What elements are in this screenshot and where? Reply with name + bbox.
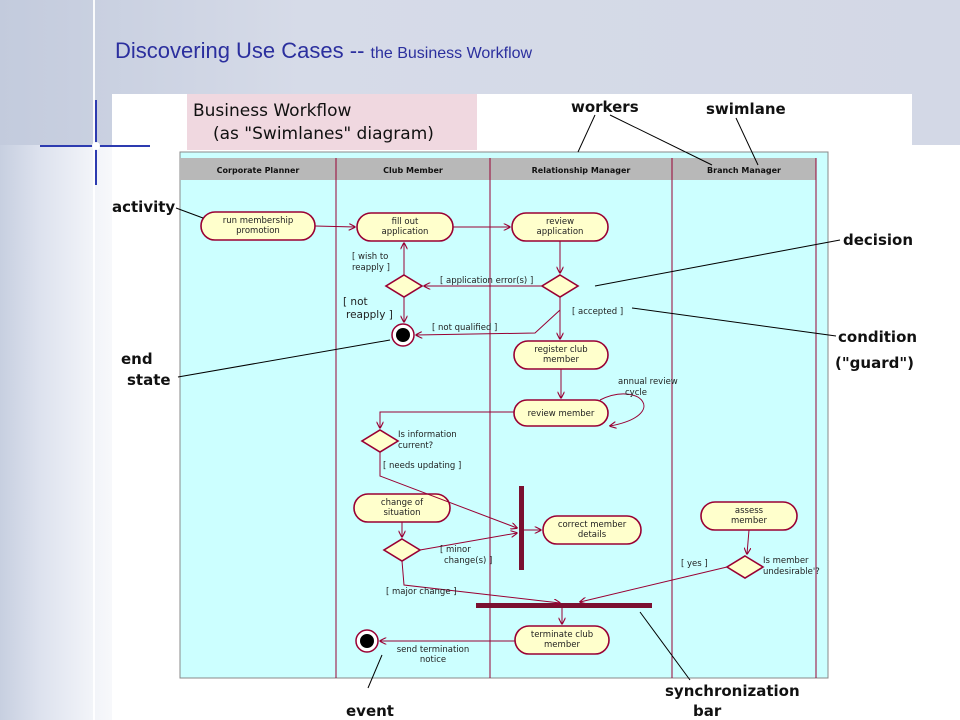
callout-lines [175,114,841,689]
review-app-line1: review [546,217,574,227]
guard-accepted: [ accepted ] [572,307,623,317]
box-title-line2: (as "Swimlanes" diagram) [213,124,434,144]
register-line2: member [543,355,579,365]
guard-not-reapply-2: reapply ] [346,309,393,321]
guard-minor-2: change(s) ] [444,556,492,566]
slide-title-main: Discovering Use Cases -- [115,38,365,63]
callout-state: state [127,371,171,389]
callout-end: end [121,350,153,368]
slide-title: Discovering Use Cases -- the Business Wo… [115,38,532,64]
guard-yes: [ yes ] [681,559,708,569]
correct-details-line1: correct member [558,520,627,530]
send-notice-line2: notice [420,655,446,665]
flow-minor-change [419,533,517,551]
left-accent-strip [93,0,95,720]
register-line1: register club [534,345,587,355]
correct-details-line2: details [578,530,607,540]
terminate-line1: terminate club [531,630,593,640]
flow-yes [580,566,728,602]
star-decoration-icon [40,100,150,185]
activity-review-member [513,399,609,427]
callout-workers: workers [571,98,639,116]
note-info-1: Is information [398,430,457,440]
assess-line1: assess [735,506,764,516]
review-app-line2: application [537,227,584,237]
guard-app-error: [ application error(s) ] [440,276,533,286]
callout-sync-2: bar [693,702,722,720]
note-undesirable-2: undesirable'? [763,567,820,577]
note-undesirable-1: Is member [763,556,809,566]
note-info-2: current? [398,441,433,451]
note-annual-1: annual review [618,377,678,387]
flow-annual-cycle [599,393,645,426]
callout-guard: ("guard") [835,354,914,372]
activity-correct-member-details [542,515,642,545]
activity-terminate-club-member [514,625,610,655]
send-notice-line1: send termination [397,645,470,655]
review-member-label: review member [528,409,595,419]
fill-app-line1: fill out [392,217,419,227]
change-situation-line1: change of [381,498,424,508]
callout-swimlane: swimlane [706,100,786,118]
guard-minor-1: [ minor [440,545,471,555]
title-box [187,94,477,150]
guard-not-qualified: [ not qualified ] [432,323,497,333]
note-annual-2: cycle [625,388,647,398]
end-state-2 [355,629,379,653]
lane-club-member: Club Member [383,166,443,175]
flow-major-change [401,560,560,603]
flow-review-to-info [380,411,514,428]
lane-header-bar [180,158,816,180]
guard-major: [ major change ] [386,587,457,597]
terminate-line2: member [544,640,580,650]
guard-wish-2: reapply ] [352,263,390,273]
slide-title-rest: the Business Workflow [370,45,533,62]
assess-line2: member [731,516,767,526]
callout-sync-1: synchronization [665,682,800,700]
callout-activity: activity [112,198,175,216]
run-promo-line2: promotion [236,226,280,236]
flow-promo-to-fill [314,226,355,227]
guard-wish-1: [ wish to [352,252,388,262]
decision-undesirable-diamond [725,555,765,579]
guard-not-reapply-1: [ not [343,296,368,308]
flow-needs-updating [379,452,517,528]
box-title-line1: Business Workflow [193,101,352,121]
change-situation-line2: situation [383,508,420,518]
lane-relationship-manager: Relationship Manager [532,166,631,175]
end-state-1 [391,323,415,347]
lane-branch-manager: Branch Manager [707,166,781,175]
callout-event: event [346,702,394,720]
lane-corporate-planner: Corporate Planner [217,166,300,175]
callout-condition: condition [838,328,917,346]
run-promo-line1: run membership [223,216,293,226]
callout-decision: decision [843,231,913,249]
sync-bar-horizontal [476,603,652,608]
flow-assess-to-decision [747,529,749,554]
sync-bar-vertical [519,486,524,570]
guard-needs-updating: [ needs updating ] [383,461,461,471]
fill-app-line2: application [382,227,429,237]
